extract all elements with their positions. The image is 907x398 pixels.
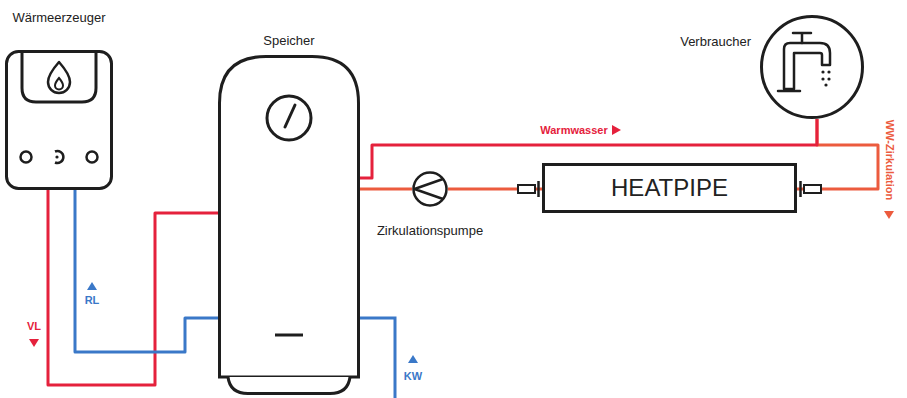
boiler-panel [22,52,96,103]
flame-icon [48,62,70,93]
node-heading: Verbraucher [680,35,751,50]
faucet-icon [784,43,830,89]
pipe-label: VL [27,320,41,333]
cold-water-label: KW [404,370,422,383]
storage-tank: Speicher [218,55,360,395]
pipe-connector [360,188,412,191]
boiler-housing [7,52,112,189]
flow-arrow [408,355,418,363]
gauge-needle [285,105,295,127]
node-heading: HEATPIPE [611,174,728,202]
cold-water-pipe [360,318,395,398]
pipe-connector [75,190,218,352]
flow-arrow [29,339,39,347]
pump-symbol [415,179,444,199]
consumer-circle-outline [760,15,864,119]
pipe-connector [797,119,878,189]
pipe-label: WW-Zirkulation [884,120,897,200]
storage-tank-outline [218,55,360,395]
flow-arrow [87,282,97,290]
control-knob [21,152,32,163]
tank-body [220,57,359,378]
circulation-pump-outline [412,171,448,207]
heat-generator-outline [5,50,113,190]
flow-arrow [884,211,894,219]
thermometer-gauge [267,96,311,140]
tank-base [228,377,350,394]
heatpipe-box: HEATPIPE [542,163,797,213]
pipe-label: RL [85,294,100,307]
water-drop [827,70,830,73]
heat-generator: Wärmeerzeuger [5,50,113,190]
water-drop [824,83,827,86]
tank-mark [275,334,303,337]
pipe-label: Warmwasser [540,124,607,137]
control-dial [55,151,63,163]
node-heading: Zirkulationspumpe [377,224,483,239]
faucet-base [778,90,800,93]
pipe-fitting [518,185,535,193]
faucet-handle [793,33,811,43]
flame-icon [55,78,63,90]
node-heading: Speicher [263,34,314,49]
water-drop [821,70,824,73]
consumer-circle: Verbraucher [760,15,864,119]
consumer-outline [762,17,863,118]
pipe-fitting [804,185,821,193]
circulation-pump: Zirkulationspumpe [412,171,448,207]
pipe-fitting [537,181,540,197]
water-drop [827,77,830,80]
node-heading: Wärmeerzeuger [12,11,105,26]
control-dial [55,155,58,158]
control-knob [87,152,98,163]
pipe-fitting [799,181,802,197]
pump-housing [414,173,447,206]
pipe-connector [48,190,218,385]
flow-arrow [612,125,621,135]
water-drop [821,77,824,80]
